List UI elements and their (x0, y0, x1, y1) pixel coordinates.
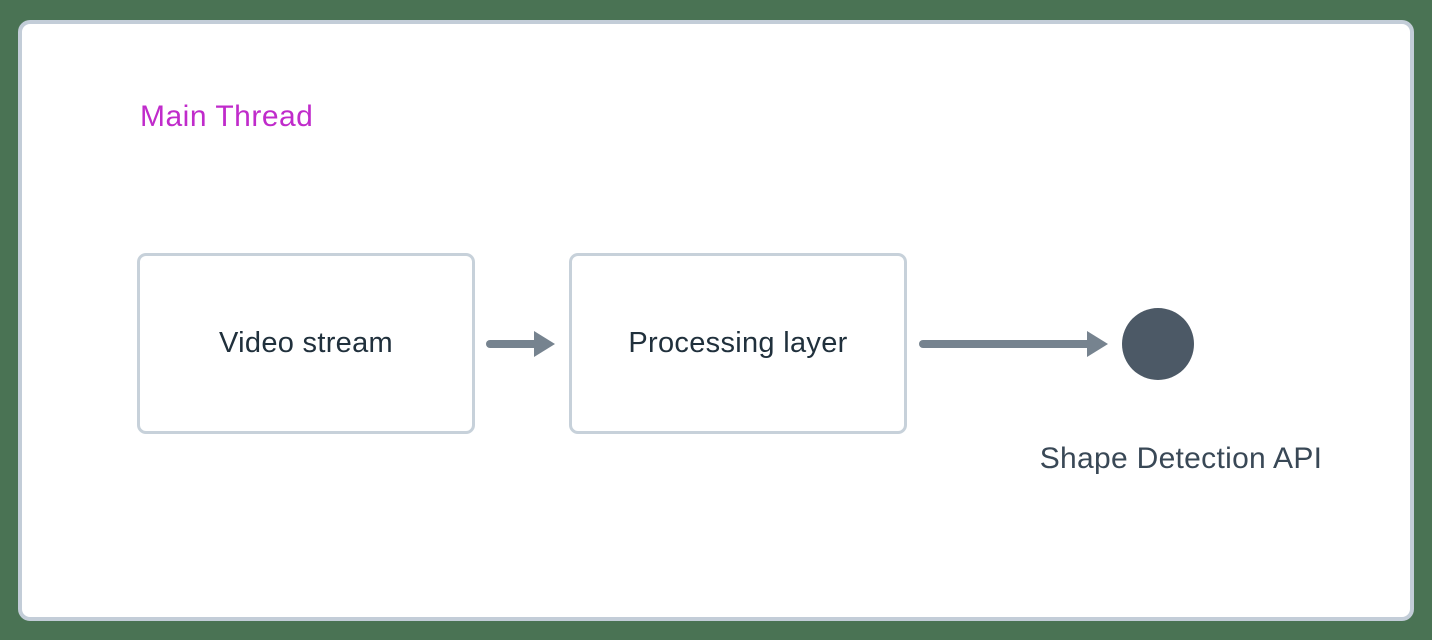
video-stream-label: Video stream (219, 327, 393, 359)
node-video-stream: Video stream (137, 253, 475, 434)
main-thread-card: Main Thread Video stream Processing laye… (18, 20, 1414, 621)
arrow-head (534, 331, 555, 357)
arrow-video-to-processing-icon (486, 331, 555, 357)
arrow-shaft (486, 340, 538, 348)
processing-layer-label: Processing layer (628, 327, 848, 359)
shape-detection-api-label: Shape Detection API (1039, 442, 1323, 475)
shape-detection-circle-icon (1122, 308, 1194, 380)
arrow-processing-to-api-icon (919, 331, 1108, 357)
node-processing-layer: Processing layer (569, 253, 907, 434)
main-thread-label: Main Thread (140, 100, 314, 133)
arrow-head (1087, 331, 1108, 357)
arrow-shaft (919, 340, 1091, 348)
